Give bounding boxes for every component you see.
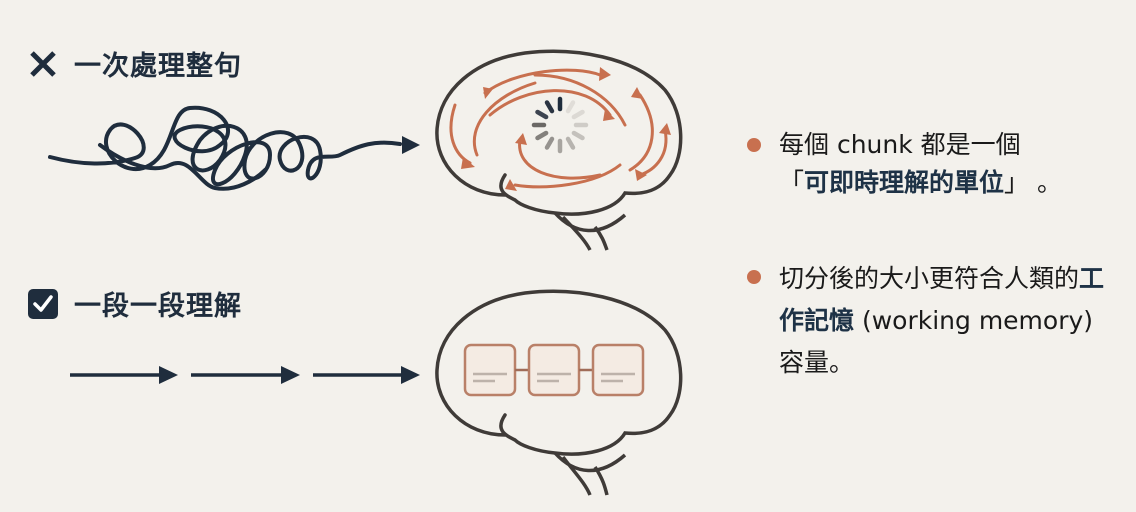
bullet-item-chunk-unit: 每個 chunk 都是一個 「可即時理解的單位」 。: [745, 126, 1115, 202]
chunk-block: [463, 343, 517, 397]
arrow-right-icon: [191, 366, 300, 384]
bullet-list: 切分後的大小更符合人類的工作記憶 (working memory) 容量。: [745, 258, 1115, 384]
quote-close: 」: [1004, 168, 1030, 197]
chunk-block: [527, 343, 581, 397]
x-icon: [26, 47, 60, 81]
heading-label: 一段一段理解: [74, 291, 242, 322]
bullet-dot-icon: [747, 138, 761, 152]
bullet-item-working-memory: 切分後的大小更符合人類的工作記憶 (working memory) 容量。: [745, 258, 1115, 384]
quote-open: 「: [779, 168, 805, 197]
heading-process-whole-sentence: 一次處理整句: [26, 44, 242, 83]
bullet-text: 切分後的大小更符合人類的: [779, 264, 1080, 293]
checkbox-checked-icon: [26, 287, 60, 321]
highlight-text: 工作記憶: [779, 264, 1105, 335]
bullet-text: 每個 chunk 都是一個: [779, 130, 1021, 159]
brain-chunks-icon: [435, 289, 683, 496]
heading-understand-segment-by-segment: 一段一段理解: [26, 284, 242, 323]
bullet-dot-icon: [747, 270, 761, 284]
brain-chaotic-icon: [435, 49, 683, 251]
bullet-list: 每個 chunk 都是一個 「可即時理解的單位」 。: [745, 126, 1115, 202]
chunk-block: [591, 343, 645, 397]
arrow-right-icon: [70, 366, 178, 384]
arrow-right-icon: [313, 366, 420, 384]
tangled-line-icon: [48, 105, 420, 191]
bullet-text-suffix: (working memory) 容量。: [779, 306, 1094, 377]
heading-label: 一次處理整句: [74, 51, 242, 82]
period: 。: [1037, 168, 1063, 197]
sequential-arrows: [70, 366, 420, 384]
highlight-text: 可即時理解的單位: [804, 168, 1005, 197]
